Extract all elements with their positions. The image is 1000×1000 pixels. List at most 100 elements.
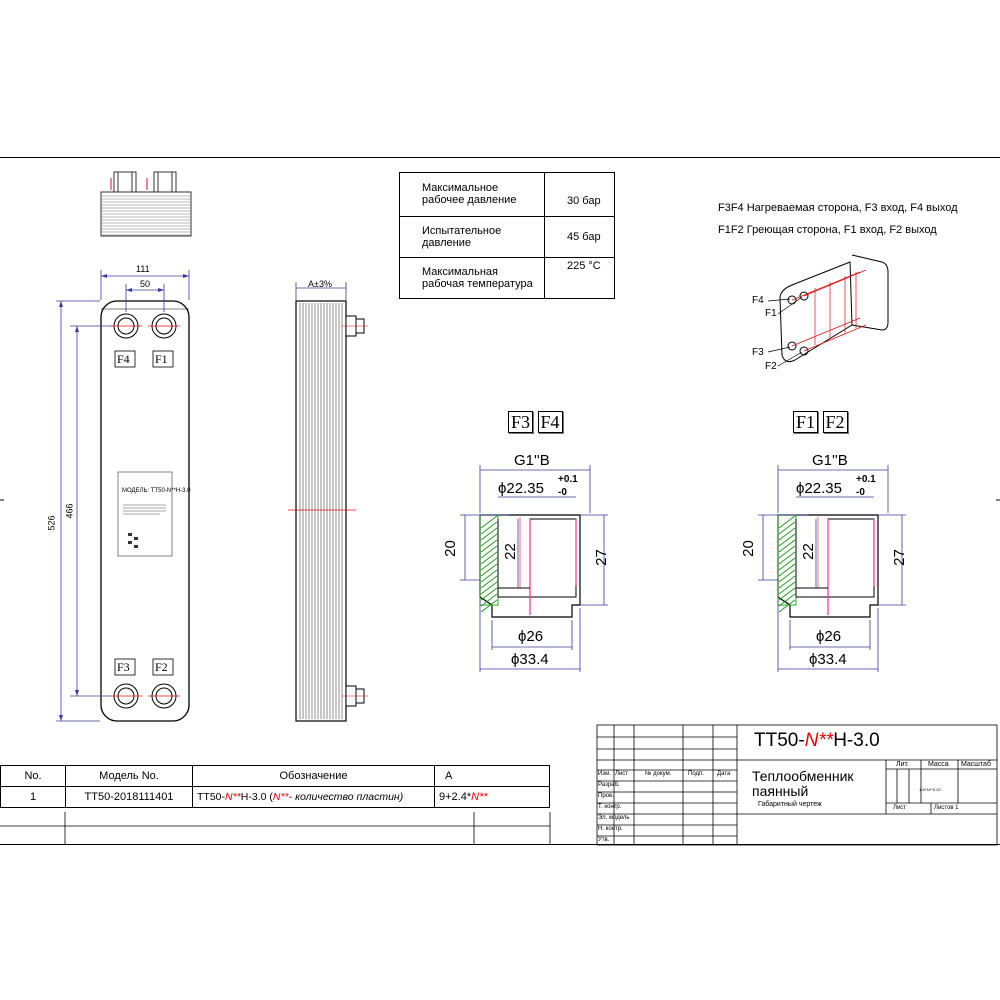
sheet-label: Лист [893,805,907,811]
spec-value: 225 °C [544,256,615,300]
detail-d-outer: ϕ33.4 [809,651,847,668]
detail-h-right: 27 [890,549,908,566]
mass-value: 1.8+N**0.22 [919,787,941,792]
header-model: Модель No. [65,765,193,787]
detail-h-left: 20 [441,540,459,557]
drawing-sheet-frame [0,157,1000,845]
detail-tags-f3-f4: F3 F4 [508,411,563,433]
dim-thickness: A±3% [308,279,332,289]
dim-height-ports: 466 [64,503,75,519]
title-name-line2: паянный [752,783,809,799]
spec-value: 45 бар [544,215,615,258]
title-doc-type: Габаритный чертеж [758,801,822,808]
port-detail-f1-f2 [758,465,906,672]
designation-suffix: H-3.0 [240,791,267,803]
rowhdr-date: Дата [717,771,731,777]
a-var: N** [471,791,488,803]
col-scale: Масштаб [961,761,991,768]
designation-var: N** [225,791,241,803]
front-view [56,270,190,722]
spec-label: Испытательное давление [399,215,545,258]
port-detail-f3-f4 [460,465,608,672]
detail-h-mid: 22 [501,543,519,560]
title-code: TT50-N**H-3.0 [754,730,880,752]
dim-width: 111 [136,264,150,274]
note-heating-side: F1F2 Греющая сторона, F1 вход, F2 выход [718,224,937,236]
rowhdr-doc: № докум. [645,771,672,777]
detail-bore: ϕ22.35 [796,480,842,497]
role-5: Н. контр. [598,826,623,832]
role-1: Разраб. [598,782,620,788]
cell-a: 9+2.4*N** [434,786,550,808]
detail-h-right: 27 [592,549,610,566]
port-tag-f2: F2 [155,660,168,674]
iso-label-f3: F3 [752,347,764,358]
cell-no: 1 [0,786,66,808]
spec-label: Максимальная рабочая температура [399,256,545,300]
iso-schematic [767,254,889,367]
role-4: Эл. модель [598,815,630,821]
dim-port-spacing: 50 [140,279,151,289]
detail-h-left: 20 [739,540,757,557]
note-heated-side: F3F4 Нагреваемая сторона, F3 вход, F4 вы… [718,202,958,214]
detail-tol-lower: -0 [856,487,865,498]
notes-grid [0,812,551,845]
designation-note-var: N** [272,791,289,803]
rowhdr-list: Лист [615,771,629,777]
detail-thread: G1''B [514,452,550,469]
spec-row: Максимальная рабочая температура 225 °C [399,256,615,300]
role-6: Утв. [598,837,610,843]
spec-value: 30 бар [544,172,615,217]
spec-row: Испытательное давление 45 бар [399,215,615,258]
detail-d-inner: ϕ26 [816,628,842,645]
designation-note: - количество пластин) [288,791,404,803]
detail-tol-upper: +0.1 [558,474,578,485]
title-code-prefix: TT50- [754,730,805,751]
role-2: Пров. [598,793,614,799]
detail-tag: F2 [822,411,848,433]
detail-d-inner: ϕ26 [518,628,544,645]
title-block-frame [596,724,998,846]
detail-thread: G1''B [812,452,848,469]
cell-model: TT50-2018111401 [65,786,193,808]
model-table: No. Модель No. Обозначение A 1 TT50-2018… [0,765,550,808]
sheets-label: Листов 1 [934,805,959,811]
cell-designation: TT50-N**H-3.0 (N**- количество пластин) [192,786,435,808]
header-designation: Обозначение [192,765,435,787]
rowhdr-sign: Подп. [688,771,704,777]
iso-label-f2: F2 [765,361,777,372]
side-view [288,282,368,722]
header-no: No. [0,765,66,787]
detail-tags-f1-f2: F1 F2 [793,411,848,433]
spec-row: Максимальное рабочее давление 30 бар [399,172,615,217]
detail-tol-lower: -0 [558,487,567,498]
spec-table: Максимальное рабочее давление 30 бар Исп… [399,172,615,300]
rowhdr-izm: Изм. [598,771,611,777]
col-lit: Лит. [896,761,909,768]
title-name-line1: Теплообменник [752,768,854,784]
title-code-suffix: H-3.0 [833,730,880,751]
detail-d-outer: ϕ33.4 [511,651,549,668]
port-tag-f4: F4 [117,352,130,366]
col-mass: Масса [928,761,949,768]
detail-h-mid: 22 [799,543,817,560]
nameplate-title: МОДЕЛЬ: TT50-N**H-3.0 [122,488,191,494]
model-table-row: 1 TT50-2018111401 TT50-N**H-3.0 (N**- ко… [0,786,550,808]
detail-bore: ϕ22.35 [498,480,544,497]
model-table-header: No. Модель No. Обозначение A [0,765,550,787]
title-code-var: N** [804,730,834,751]
spec-label: Максимальное рабочее давление [399,172,545,217]
top-view [100,171,192,237]
dim-height-total: 526 [46,515,57,531]
detail-tag: F3 [508,411,534,433]
iso-label-f4: F4 [752,295,764,306]
port-tag-f1: F1 [155,352,168,366]
role-3: Т. контр. [598,804,622,810]
iso-label-f1: F1 [765,308,777,319]
port-tag-f3: F3 [117,660,130,674]
detail-tag: F1 [793,411,819,433]
header-a: A [434,765,550,787]
designation-prefix: TT50- [197,791,226,803]
detail-tag: F4 [537,411,563,433]
